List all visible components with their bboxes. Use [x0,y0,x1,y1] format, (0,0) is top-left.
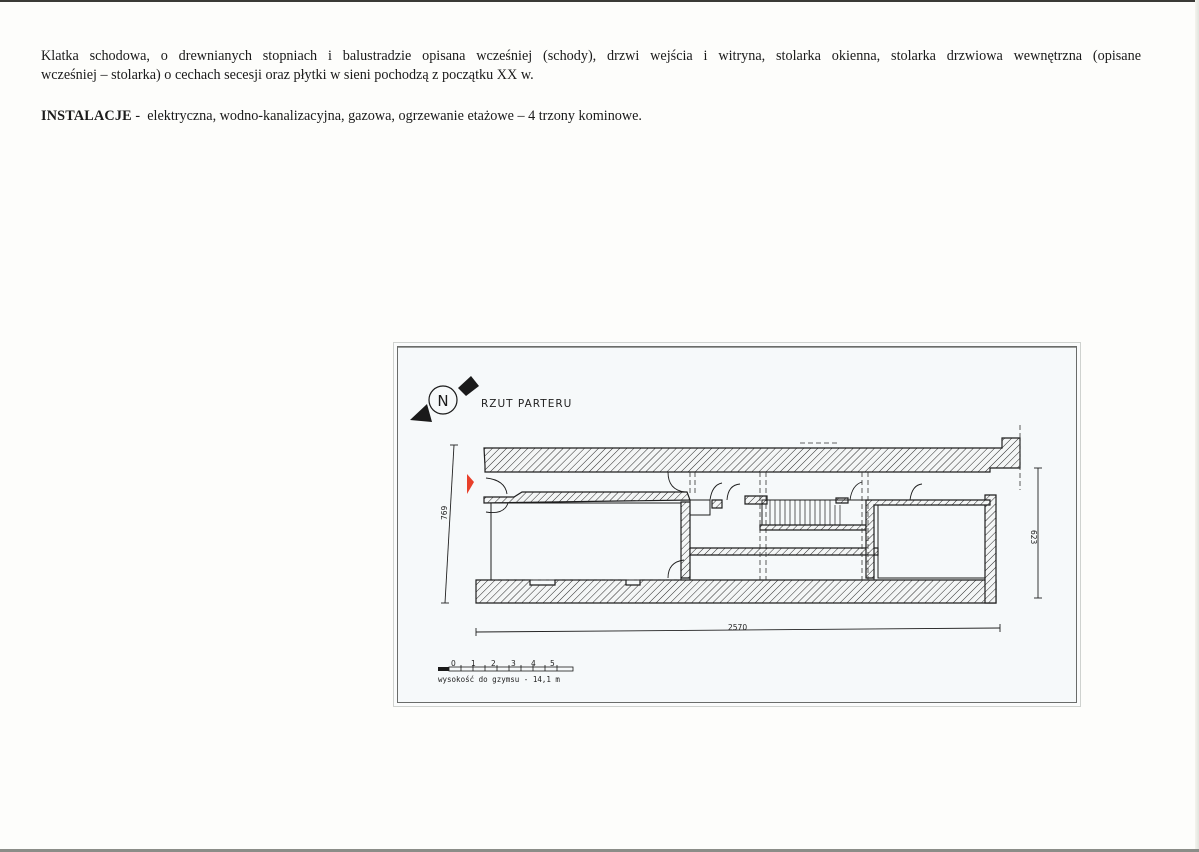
scale-bar [438,665,574,672]
installations-separator: - [131,108,148,124]
dimension-depth-right: 623 [1029,530,1038,545]
scale-tick: 0 [451,659,456,668]
installations-label: INSTALACJE [41,108,132,124]
scan-bottom-edge [0,849,1199,852]
staircase [769,500,841,525]
dashed-lines [493,425,1021,581]
scale-tick: 1 [471,659,476,668]
scale-caption: wysokość do gzymsu - 14,1 m [438,675,560,684]
north-arrow-icon: N [410,376,479,422]
floor-plan-drawing: N [410,376,1042,672]
installations-line: INSTALACJE - elektryczna, wodno-kanaliza… [41,108,642,125]
dimension-lines [441,444,1042,636]
installations-text: elektryczna, wodno-kanalizacyjna, gazowa… [147,108,642,124]
drawing-sheet [397,346,1077,703]
scale-tick: 5 [550,659,555,668]
scale-tick: 4 [531,659,536,668]
plan-title: RZUT PARTERU [481,398,573,410]
building-walls [475,437,1021,604]
dimension-depth-left: 769 [440,505,449,520]
description-paragraph: Klatka schodowa, o drewnianych stopniach… [41,47,1141,85]
scale-tick: 3 [511,659,516,668]
dimension-length: 2570 [728,623,748,632]
scale-tick: 2 [491,659,496,668]
paragraph-line-1: Klatka schodowa, o drewnianych stopniach… [41,48,1141,64]
svg-text:N: N [437,392,448,410]
entrance-marker-icon [467,474,474,494]
scan-right-edge [1195,0,1199,852]
room-outlines [490,499,986,581]
paragraph-line-2: wcześniej – stolarka) o cechach secesji … [41,67,534,83]
scan-top-edge [0,0,1199,2]
door-swings [485,471,923,579]
